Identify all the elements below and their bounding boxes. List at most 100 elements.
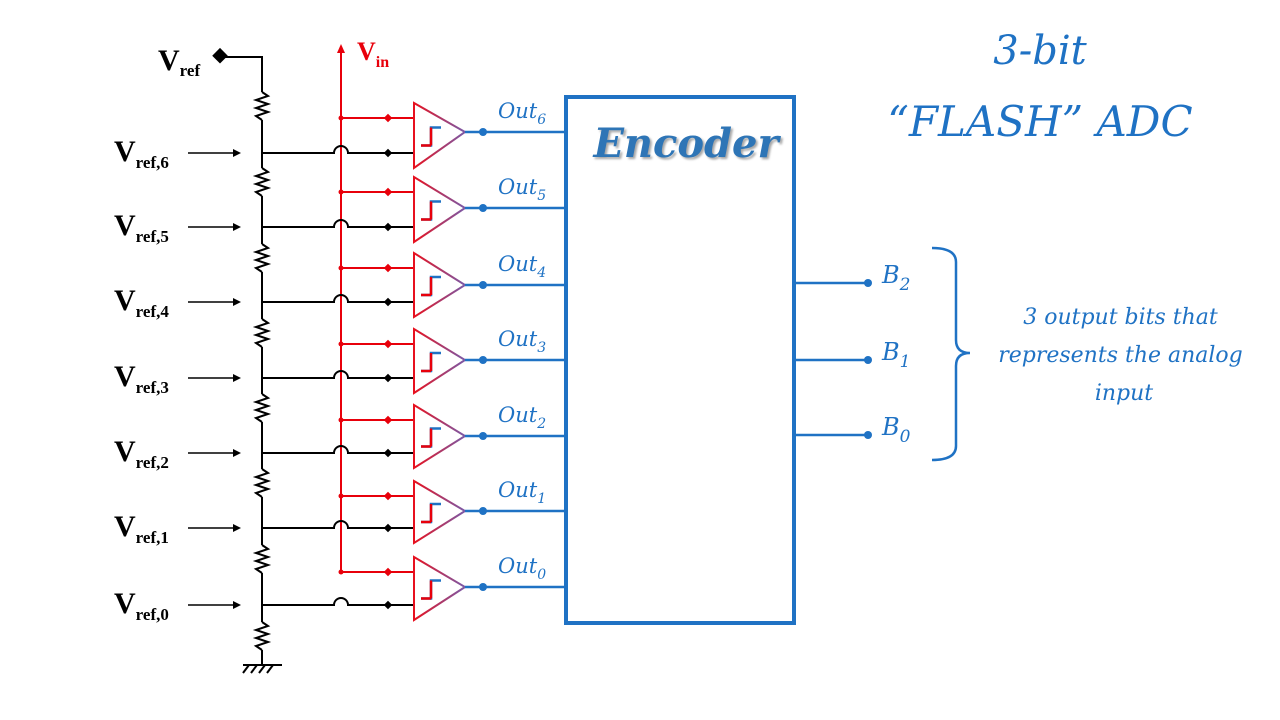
vref-label: Vref [158, 44, 200, 80]
vin-bus [337, 44, 345, 572]
comparator-4: Out2 [262, 403, 566, 470]
ref-branch-wire [262, 219, 414, 228]
resistor-4 [252, 393, 272, 423]
ref-tap-arrow-head [233, 524, 241, 532]
ref-tap-label: Vref,5 [114, 209, 169, 246]
vin-input-marker [383, 491, 393, 501]
output-label-sub: 6 [537, 112, 546, 128]
vin-junction-dot [338, 265, 344, 271]
output-bit-main: B [881, 413, 900, 441]
ref-tap-3: Vref,3 [114, 360, 241, 397]
vin-input-marker [383, 339, 393, 349]
comparator-triangle [413, 403, 467, 470]
output-label-main: Out [498, 554, 538, 578]
vin-junction-dot [338, 493, 344, 499]
ref-tap-label: Vref,0 [114, 587, 169, 624]
annotation-text: 3 output bits that represents the analog… [998, 305, 1250, 406]
output-label: Out4 [498, 252, 546, 281]
output-label-sub: 1 [537, 491, 546, 507]
resistor-7 [252, 621, 272, 651]
comparator-triangle [413, 175, 467, 244]
ref-tap-arrow-head [233, 449, 241, 457]
output-bit-sub: 0 [900, 427, 911, 447]
vin-input-marker [383, 187, 393, 197]
ref-tap-0: Vref,6 [114, 135, 241, 172]
output-label-sub: 5 [537, 188, 546, 204]
output-bit-1: B1 [794, 338, 910, 372]
vin-junction-dot [338, 189, 344, 195]
ref-tap-sub: ref,4 [136, 302, 170, 321]
ref-tap-sub: ref,1 [136, 528, 169, 547]
resistor-3 [252, 318, 272, 348]
output-bit-main: B [881, 261, 900, 289]
vref-feed-wire [222, 56, 263, 92]
ref-tap-sub: ref,5 [136, 227, 169, 246]
ref-tap-main: V [114, 209, 136, 242]
output-bit-label: B0 [881, 413, 911, 447]
ladder-resistors [252, 91, 272, 652]
ref-branch-wire [262, 445, 414, 454]
ref-tap-arrow-head [233, 149, 241, 157]
ref-tap-sub: ref,0 [136, 605, 169, 624]
output-bit-sub: 2 [899, 275, 911, 295]
ref-input-marker [383, 373, 393, 383]
output-label: Out5 [498, 175, 546, 204]
ref-input-marker [383, 448, 393, 458]
ref-tap-arrow-head [233, 374, 241, 382]
comparator-0: Out6 [262, 99, 566, 170]
output-bit-label: B2 [881, 261, 910, 295]
comparator-3: Out3 [262, 327, 566, 395]
output-bit-main: B [881, 338, 900, 366]
output-bit-sub: 1 [900, 352, 911, 372]
vin-input-marker [383, 113, 393, 123]
title-line-1: 3-bit [993, 28, 1087, 74]
vin-arrow-head [337, 44, 345, 53]
output-bit-label: B1 [881, 338, 910, 372]
vin-junction-dot [338, 417, 344, 423]
output-label-main: Out [498, 175, 538, 199]
ground-symbol [242, 652, 282, 674]
output-bit-dot [864, 431, 872, 439]
vin-label: Vin [357, 37, 389, 71]
comparator-5: Out1 [262, 478, 566, 545]
ref-tap-arrow-head [233, 223, 241, 231]
output-label: Out3 [498, 327, 546, 356]
annotation-line-1: 3 output bits that [1023, 305, 1218, 330]
output-label: Out1 [498, 478, 546, 507]
ref-tap-main: V [114, 360, 136, 393]
ref-tap-main: V [114, 135, 136, 168]
output-label-main: Out [498, 252, 538, 276]
ref-input-marker [383, 297, 393, 307]
vin-junction-dot [338, 569, 344, 575]
ref-input-marker [383, 523, 393, 533]
annotation-line-3: input [1095, 381, 1153, 406]
ref-branch-wire [262, 597, 414, 606]
ref-tap-6: Vref,0 [114, 587, 241, 624]
comparator-triangle [413, 555, 467, 622]
comparator-1: Out5 [262, 175, 566, 244]
output-label-main: Out [498, 99, 538, 123]
output-bit-0: B2 [794, 261, 910, 295]
resistor-5 [252, 468, 272, 498]
ref-tap-label: Vref,4 [114, 284, 169, 321]
ref-tap-label: Vref,2 [114, 435, 169, 472]
annotation-line-2: represents the analog [998, 343, 1243, 368]
ref-tap-label: Vref,3 [114, 360, 169, 397]
output-label: Out6 [498, 99, 546, 128]
output-label-main: Out [498, 403, 538, 427]
vin-input-marker [383, 567, 393, 577]
output-bit-2: B0 [794, 413, 911, 447]
ref-input-marker [383, 148, 393, 158]
ref-tap-1: Vref,5 [114, 209, 241, 246]
vin-input-marker [383, 415, 393, 425]
comparator-triangle [413, 327, 467, 395]
ref-tap-label: Vref,6 [114, 135, 169, 172]
comparator-triangle [413, 251, 467, 319]
ref-tap-main: V [114, 284, 136, 317]
output-bit-dot [864, 356, 872, 364]
ref-tap-label: Vref,1 [114, 510, 169, 547]
output-label-sub: 0 [537, 567, 546, 583]
ref-tap-main: V [114, 587, 136, 620]
